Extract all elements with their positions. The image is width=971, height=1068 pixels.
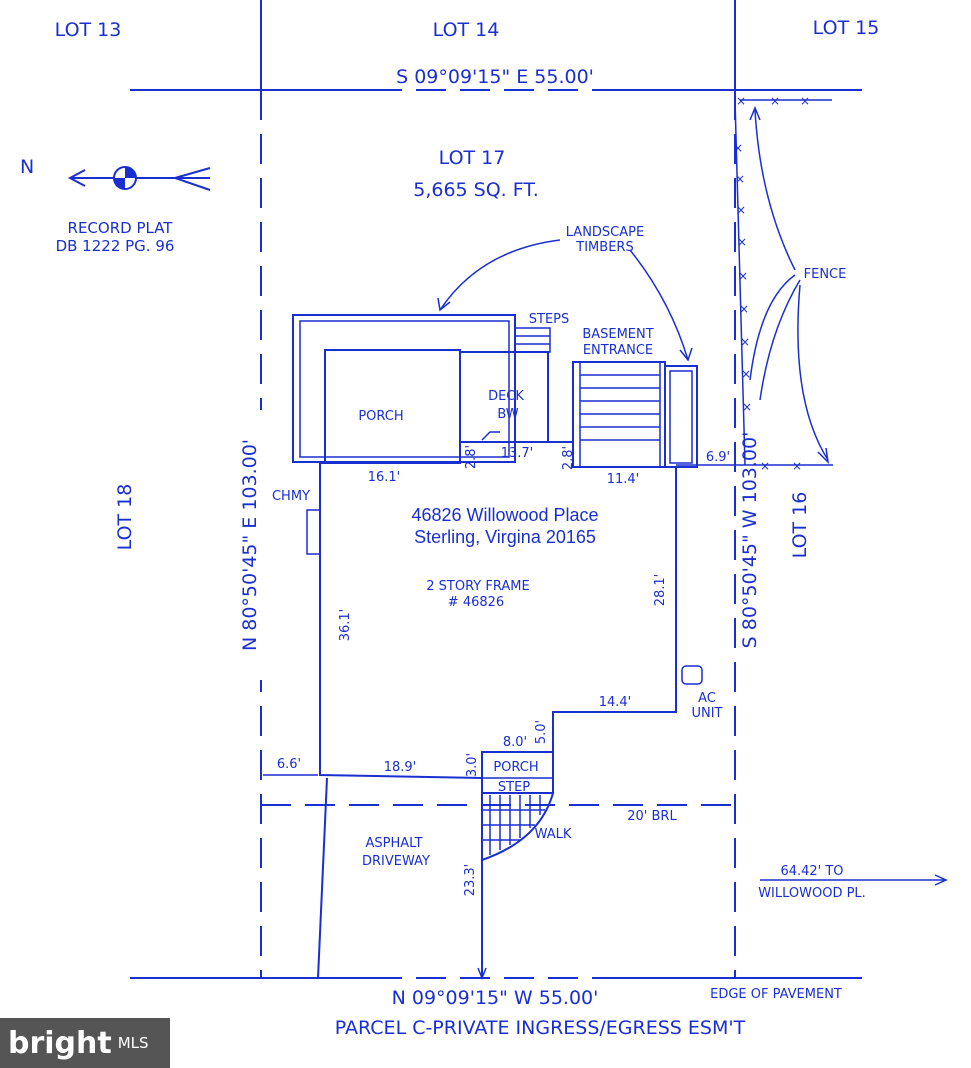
left-bearing: N 80°50'45" E 103.00' [239,439,261,651]
address-line-2: Sterling, Virgina 20165 [414,527,596,547]
dimension: 2.8' [464,445,479,469]
walk-label: WALK [535,827,572,842]
walk-hatch [481,792,555,862]
dimension: 6.9' [706,450,730,465]
dimension: 13.7' [501,446,534,461]
svg-text:×: × [792,459,802,473]
svg-text:RECORD PLAT: RECORD PLAT [68,219,174,237]
driveway-label: ASPHALT [365,836,422,851]
deck-label: DECK [488,389,524,404]
svg-text:DB 1222 PG. 96: DB 1222 PG. 96 [56,237,175,255]
house-outline [292,314,703,794]
svg-text:×: × [735,172,745,186]
svg-text:UNIT: UNIT [691,706,722,721]
lot-13-label: LOT 13 [55,19,122,41]
lot-14-label: LOT 14 [433,19,500,41]
bottom-bearing: N 09°09'15" W 55.00' [392,987,599,1009]
fence-line: × × × × × × × × × × × × × × [733,94,832,473]
lot-15-label: LOT 15 [813,17,880,39]
svg-text:×: × [760,459,770,473]
svg-text:WILLOWOOD PL.: WILLOWOOD PL. [758,886,866,901]
fence-label: FENCE [804,267,847,282]
svg-text:# 46826: # 46826 [448,595,504,610]
dimension: 18.9' [384,760,417,775]
dimension: 5.0' [534,720,549,744]
dimension: 6.6' [277,757,301,772]
north-label: N [20,156,34,178]
chimney [306,509,321,555]
svg-text:×: × [733,141,743,155]
edge-of-pavement-label: EDGE OF PAVEMENT [710,987,842,1002]
svg-text:×: × [770,94,780,108]
driveway-edge [317,777,328,979]
steps-label: STEPS [529,312,570,327]
lot-area: 5,665 SQ. FT. [413,179,539,201]
svg-text:×: × [740,335,750,349]
leader-arrows [437,106,830,465]
landscape-timbers-label: LANDSCAPE [566,225,644,240]
svg-text:DRIVEWAY: DRIVEWAY [362,854,430,869]
chimney-label: CHMY [272,489,310,504]
top-bearing: S 09°09'15" E 55.00' [396,66,594,88]
svg-text:×: × [737,235,747,249]
address-line-1: 46826 Willowood Place [411,505,598,525]
svg-text:×: × [739,302,749,316]
north-arrow-icon [67,166,211,191]
ac-unit [681,665,703,685]
svg-text:×: × [738,269,748,283]
dimension: 14.4' [599,695,632,710]
steps [514,327,551,353]
dimension: 23.3' [463,864,478,897]
distance-label: 64.42' TO [780,864,843,879]
dimension: 3.0' [465,753,480,777]
bright-mls-watermark: bright MLS [0,1018,170,1068]
svg-text:×: × [736,94,746,108]
front-porch-label: PORCH [493,760,538,775]
parcel-label: PARCEL C-PRIVATE INGRESS/EGRESS ESM'T [335,1017,746,1039]
svg-text:×: × [800,94,810,108]
dimension: 36.1' [338,609,353,642]
ac-unit-label: AC [698,691,716,706]
dimension: 28.1' [653,574,668,607]
frame-label: 2 STORY FRAME [426,579,529,594]
svg-text:×: × [736,203,746,217]
svg-text:×: × [741,367,751,381]
dimension: 2.8' [561,446,576,470]
dimension: 16.1' [368,470,401,485]
right-bearing: S 80°50'45" W 103.00' [739,432,761,649]
svg-text:ENTRANCE: ENTRANCE [583,343,653,358]
dimension: 8.0' [503,735,527,750]
dimension: 11.4' [607,472,640,487]
svg-text:BW: BW [497,407,518,422]
brl-label: 20' BRL [627,809,677,824]
basement-label: BASEMENT [582,327,653,342]
lot-16-label: LOT 16 [789,492,811,559]
lot-18-label: LOT 18 [114,484,136,551]
svg-text:TIMBERS: TIMBERS [575,240,633,255]
lot-17-label: LOT 17 [439,147,506,169]
svg-text:×: × [742,400,752,414]
porch-label: PORCH [358,409,403,424]
porch [324,349,461,464]
step-label: STEP [498,780,530,795]
